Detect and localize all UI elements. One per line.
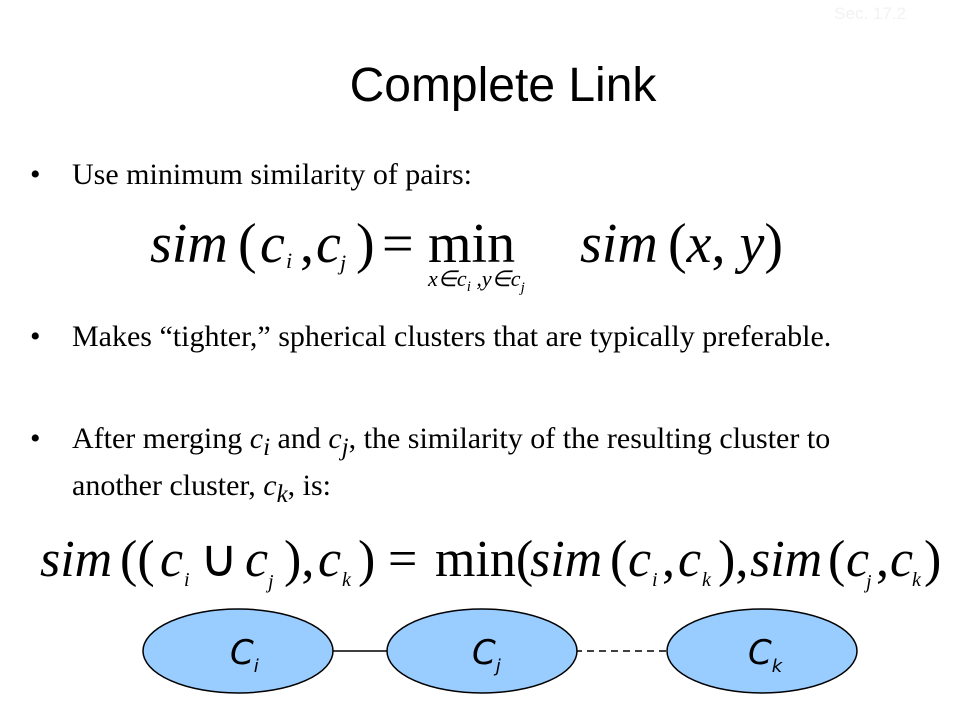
svg-text:sim: sim: [530, 531, 602, 588]
svg-text:),: ),: [718, 531, 748, 588]
svg-text:(: (: [610, 531, 627, 588]
cluster-cj-node: [386, 608, 578, 694]
formula-min-subscript: x∈ci ,y∈cj: [427, 266, 525, 296]
svg-text:min(: min(: [435, 531, 533, 588]
formula-paren: (: [238, 213, 257, 275]
formula-xy: (x, y): [668, 213, 783, 275]
svg-text:(: (: [828, 531, 845, 588]
svg-text:i: i: [184, 569, 190, 591]
svg-text:,: ,: [876, 531, 889, 588]
svg-text:),: ),: [284, 531, 314, 588]
formula-sim-xy: sim: [580, 213, 658, 275]
formula-ci-sub: i: [286, 248, 292, 273]
svg-text:c: c: [846, 531, 869, 588]
svg-text:k: k: [912, 569, 922, 591]
bullet-2-text: Makes “tighter,” spherical clusters that…: [72, 320, 832, 353]
svg-text:j: j: [265, 571, 274, 593]
formula-sim: sim: [150, 213, 228, 275]
cluster-ck-node: [666, 608, 858, 694]
complete-link-formula: sim ( c i , c j ) = min x∈ci ,y∈cj sim (…: [150, 213, 783, 296]
cluster-ci-label: Ci: [230, 633, 259, 677]
bullet-dot: •: [30, 320, 41, 353]
slide-title: Complete Link: [349, 59, 657, 112]
bullet-dot: •: [30, 158, 41, 191]
formula-comma: ,: [300, 213, 314, 275]
formula-paren-close: ): [356, 213, 375, 275]
formula-min: min: [428, 213, 515, 275]
cluster-cj-label: Cj: [472, 633, 501, 677]
svg-text:c: c: [678, 531, 701, 588]
svg-text:c: c: [628, 531, 651, 588]
formula-ci: c: [260, 213, 285, 275]
svg-text:c: c: [318, 531, 341, 588]
section-label: Sec. 17.2: [834, 4, 906, 23]
svg-text:j: j: [863, 571, 872, 593]
svg-text:k: k: [342, 569, 352, 591]
formula-cj: c: [316, 213, 341, 275]
svg-text:k: k: [702, 569, 712, 591]
svg-text:((: ((: [120, 531, 155, 588]
svg-text:): ): [358, 531, 375, 588]
formula-equals: =: [382, 213, 414, 275]
cluster-diagram: Ci Cj Ck: [142, 608, 858, 694]
svg-text:sim: sim: [750, 531, 822, 588]
cluster-ci-node: [142, 608, 334, 694]
svg-text:sim: sim: [40, 531, 112, 588]
cluster-ck-label: Ck: [748, 633, 784, 677]
svg-text:,: ,: [662, 531, 675, 588]
formula-cj-sub: j: [337, 250, 346, 275]
bullet-dot: •: [30, 422, 41, 455]
bullet-1-text: Use minimum similarity of pairs:: [72, 158, 472, 191]
svg-text:∪: ∪: [200, 531, 238, 588]
svg-text:c: c: [245, 531, 268, 588]
svg-text:c: c: [890, 531, 913, 588]
merge-similarity-formula: sim (( c i ∪ c j ), c k ) = min( sim ( c…: [40, 531, 940, 593]
svg-text:)): )): [924, 531, 940, 588]
svg-text:i: i: [652, 569, 658, 591]
bullet-3-text: After merging ci and cj, the similarity …: [72, 422, 831, 508]
svg-text:c: c: [160, 531, 183, 588]
svg-text:=: =: [388, 531, 417, 588]
